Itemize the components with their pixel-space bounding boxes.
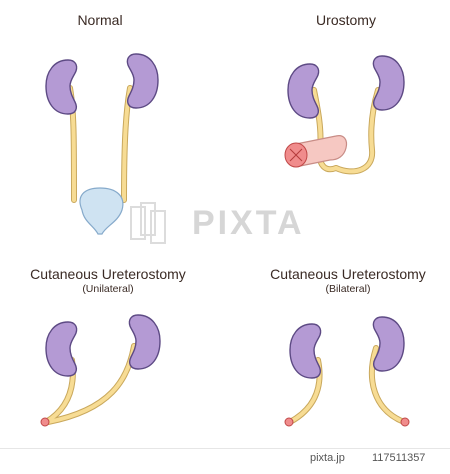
- title-cutaneous-bilateral: Cutaneous Ureterostomy: [270, 266, 426, 282]
- credit-bar: pixta.jp 117511357: [0, 448, 450, 469]
- panel-urostomy: [284, 55, 405, 175]
- bladder: [79, 187, 124, 235]
- ileal-conduit: [295, 135, 348, 167]
- watermark-emblem: [130, 202, 166, 244]
- normal-ureters: [67, 85, 133, 203]
- bilateral-left-stoma: [284, 417, 294, 427]
- normal-right-kidney: [126, 53, 159, 109]
- bilateral-right-kidney: [372, 316, 405, 372]
- urostomy-right-kidney: [372, 55, 405, 111]
- title-normal: Normal: [77, 12, 123, 28]
- credit-id: 117511357: [372, 452, 426, 464]
- subtitle-unilateral: (Unilateral): [82, 283, 134, 295]
- credit-site: pixta.jp: [310, 452, 345, 464]
- bilateral-left-kidney: [289, 323, 322, 379]
- panel-normal: [45, 53, 159, 235]
- unilateral-right-kidney: [128, 314, 161, 370]
- title-urostomy: Urostomy: [316, 12, 376, 28]
- bilateral-right-stoma: [400, 417, 410, 427]
- bilateral-right-ureter: [369, 346, 406, 424]
- urostomy-right-ureter: [334, 88, 380, 174]
- subtitle-bilateral: (Bilateral): [325, 283, 371, 295]
- unilateral-left-kidney: [45, 321, 78, 377]
- title-cutaneous-unilateral: Cutaneous Ureterostomy: [30, 266, 186, 282]
- panel-cutaneous-unilateral: [40, 314, 161, 427]
- panel-cutaneous-bilateral: [284, 316, 410, 427]
- unilateral-stoma: [40, 417, 50, 427]
- watermark-text: PIXTA: [192, 204, 305, 242]
